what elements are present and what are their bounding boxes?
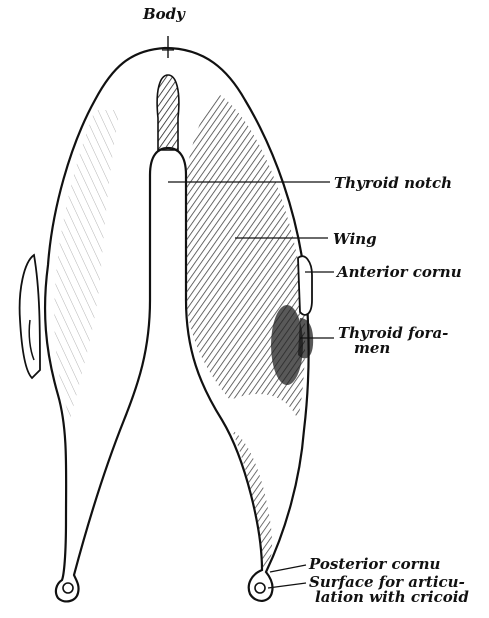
- body-notch-top: [157, 75, 179, 150]
- label-posterior-cornu: Posterior cornu: [309, 556, 440, 572]
- foramen-shade: [271, 305, 303, 385]
- left-anterior-cornu: [20, 255, 40, 378]
- label-thyroid-foramen-line2: men: [338, 341, 448, 356]
- leader-surface: [268, 583, 306, 588]
- label-wing: Wing: [333, 231, 377, 247]
- label-anterior-cornu: Anterior cornu: [337, 264, 462, 280]
- label-surface-articulation: Surface for articu- lation with cricoid: [309, 575, 469, 605]
- right-anterior-cornu: [298, 256, 312, 315]
- label-thyroid-foramen: Thyroid fora- men: [338, 326, 448, 356]
- leader-posterior-cornu: [270, 565, 306, 572]
- label-thyroid-notch: Thyroid notch: [334, 175, 452, 191]
- label-surface-line2: lation with cricoid: [309, 590, 469, 605]
- label-body: Body: [143, 6, 185, 22]
